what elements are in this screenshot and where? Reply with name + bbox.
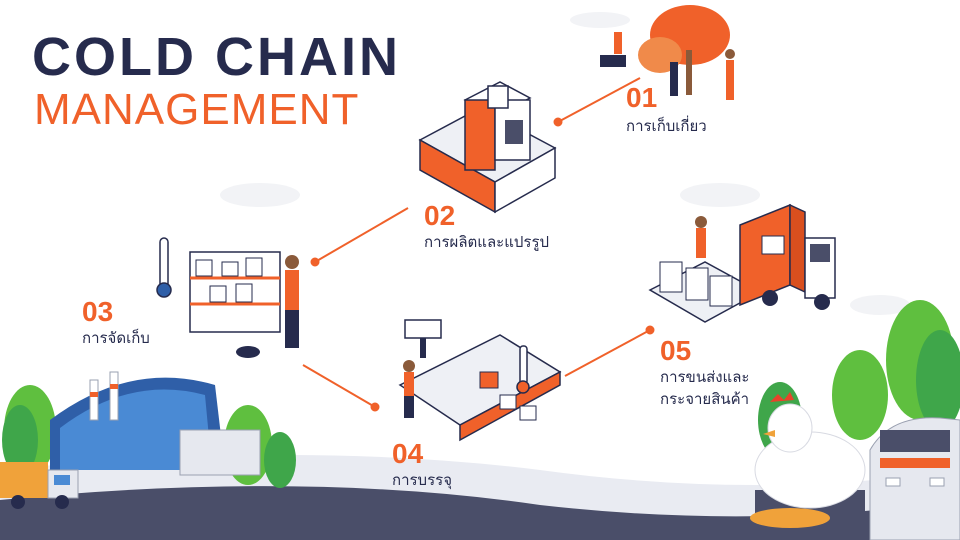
step-05-label-line1: การขนส่งและ xyxy=(660,368,750,386)
step-03: 03 การจัดเก็บ xyxy=(82,298,150,350)
warehouse-building xyxy=(50,371,261,476)
train xyxy=(869,417,960,540)
step-05: 05 การขนส่งและ กระจายสินค้า xyxy=(660,337,749,411)
chicken-mascot xyxy=(750,392,866,540)
step-01-number: 01 xyxy=(626,82,658,113)
step-05-number: 05 xyxy=(660,335,692,366)
storage-illustration xyxy=(156,237,299,358)
step-02: 02 การผลิตและแปรรูป xyxy=(424,202,549,254)
delivery-truck xyxy=(0,462,79,509)
step-04-label: การบรรจุ xyxy=(392,471,452,489)
step-04: 04 การบรรจุ xyxy=(392,440,452,492)
step-02-label: การผลิตและแปรรูป xyxy=(424,233,550,251)
step-02-number: 02 xyxy=(424,200,456,231)
packaging-illustration xyxy=(398,319,562,442)
harvest-illustration xyxy=(600,5,735,100)
flow-connectors xyxy=(302,77,655,412)
step-01: 01 การเก็บเกี่ยว xyxy=(626,84,707,138)
step-04-number: 04 xyxy=(392,438,424,469)
factory-illustration xyxy=(418,81,557,214)
title-management: MANAGEMENT xyxy=(34,85,360,134)
title-cold-chain: COLD CHAIN xyxy=(32,27,401,87)
step-05-label-line2: กระจายสินค้า xyxy=(660,389,750,408)
step-03-label: การจัดเก็บ xyxy=(82,329,150,347)
step-03-number: 03 xyxy=(82,296,114,327)
transport-illustration xyxy=(648,203,836,323)
step-01-label: การเก็บเกี่ยว xyxy=(626,117,707,135)
road-band xyxy=(0,486,960,540)
cloud-shapes xyxy=(220,12,910,315)
